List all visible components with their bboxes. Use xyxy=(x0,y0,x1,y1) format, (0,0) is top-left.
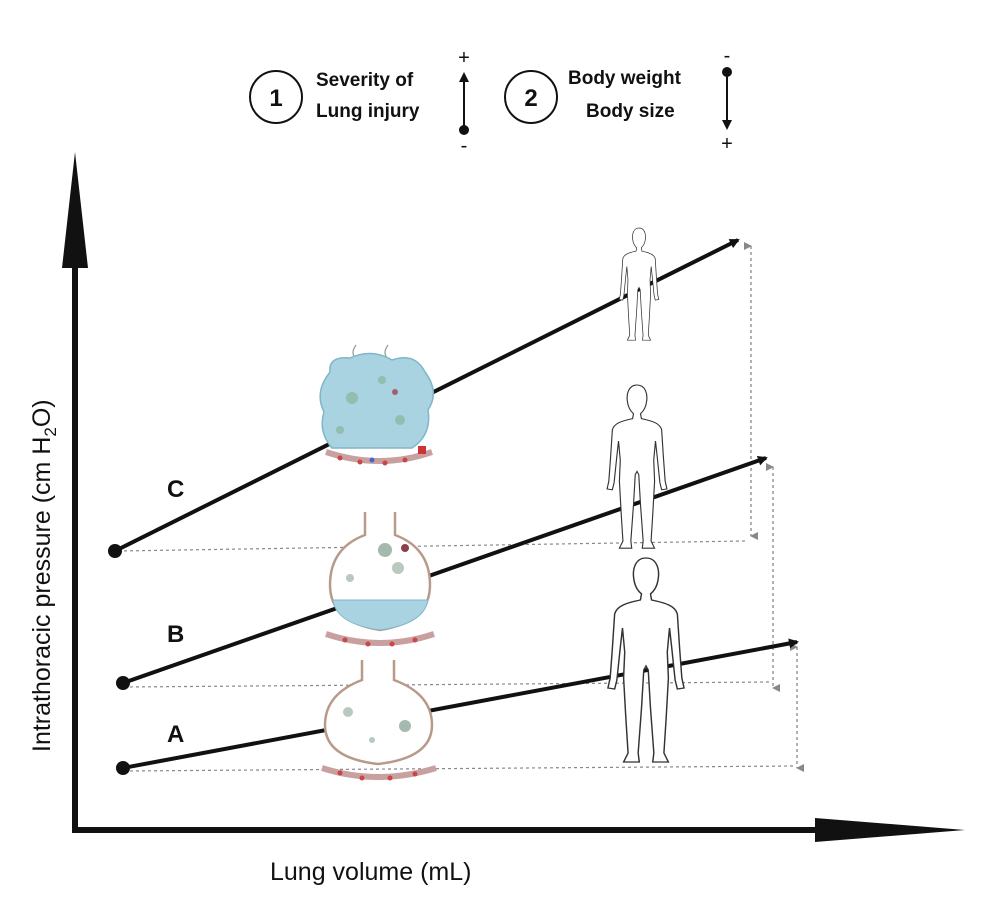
alveolus-flooded-icon xyxy=(319,344,434,466)
alveolus-partial-fluid-icon xyxy=(325,512,435,647)
legend-body-line1: Body weight xyxy=(568,68,682,89)
human-body-outline-icon xyxy=(606,384,668,549)
legend-severity-dot xyxy=(459,125,469,135)
x-axis-label: Lung volume (mL) xyxy=(270,858,471,886)
human-body-outline-icon xyxy=(607,557,685,763)
line-b-start-dot xyxy=(116,676,130,690)
y-axis-label-prefix: Intrathoracic pressure (cm H xyxy=(28,437,56,752)
legend-severity-plus: + xyxy=(458,47,470,69)
y-axis-label-subscript: 2 xyxy=(41,427,60,436)
alveolus-normal-icon xyxy=(321,660,437,781)
guide-line-a xyxy=(123,765,796,772)
guide-line-c xyxy=(117,540,746,552)
line-b xyxy=(122,455,768,685)
line-c-start-dot xyxy=(108,544,122,558)
legend-severity-line1: Severity of xyxy=(316,70,414,91)
line-label-b: B xyxy=(167,621,184,648)
line-a-start-dot xyxy=(116,761,130,775)
y-axis-label-suffix: O) xyxy=(28,399,56,427)
legend-number-circle-1 xyxy=(249,70,303,124)
line-label-a: A xyxy=(167,721,184,748)
legend-body-plus: + xyxy=(721,133,733,155)
legend-body-size: 2 Body weight Body size - + xyxy=(504,45,733,155)
legend-severity-minus: - xyxy=(461,135,468,157)
line-a xyxy=(122,638,799,770)
legend-severity-line2: Lung injury xyxy=(316,101,420,122)
guide-line-b xyxy=(123,681,771,688)
line-label-c: C xyxy=(167,476,184,503)
human-body-outline-icon xyxy=(618,227,660,341)
y-axis-arrowhead xyxy=(62,152,88,268)
x-axis-arrowhead xyxy=(815,818,965,842)
y-axis-label: Intrathoracic pressure (cm H2O) xyxy=(28,399,60,752)
legend-number-2: 2 xyxy=(524,85,537,112)
legend-number-1: 1 xyxy=(269,85,282,112)
legend-body-minus: - xyxy=(724,45,731,67)
legend-number-circle-2 xyxy=(504,70,558,124)
legend-severity: 1 Severity of Lung injury + - xyxy=(249,47,470,157)
legend-body-line2: Body size xyxy=(586,101,675,122)
